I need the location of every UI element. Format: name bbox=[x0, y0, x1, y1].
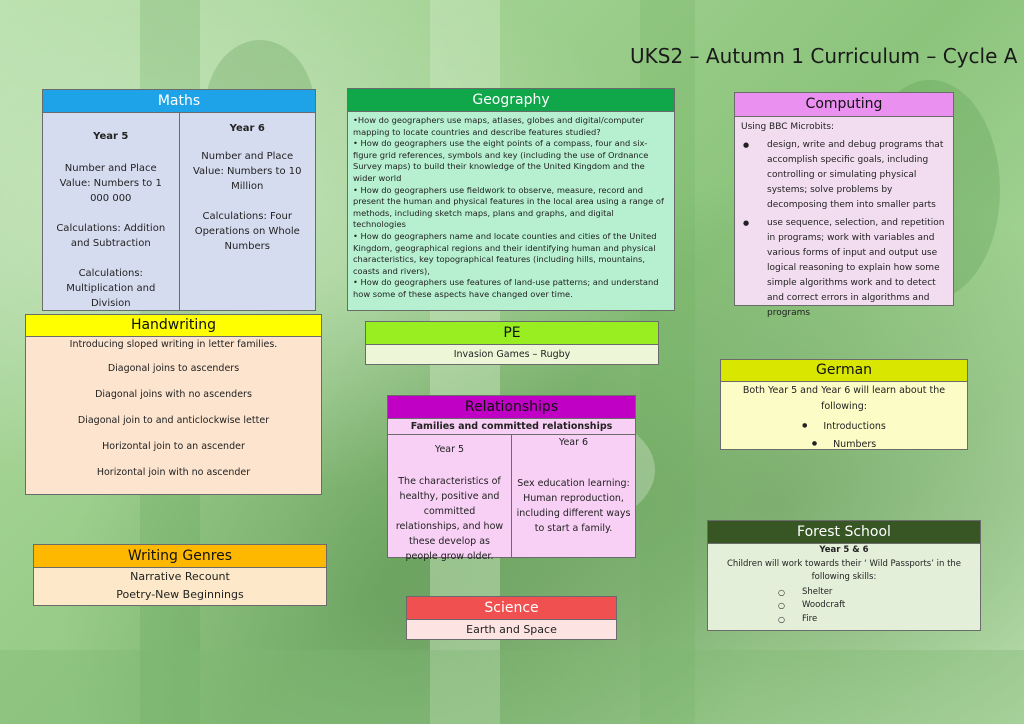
german-intro: Both Year 5 and Year 6 will learn about … bbox=[742, 385, 946, 412]
german-panel: German Both Year 5 and Year 6 will learn… bbox=[720, 359, 968, 450]
computing-heading: Computing bbox=[735, 93, 953, 117]
computing-item: design, write and debug programs that ac… bbox=[741, 138, 947, 213]
relationships-year6-label: Year 6 bbox=[558, 437, 589, 448]
maths-heading: Maths bbox=[43, 90, 315, 113]
forest-school-item: Fire bbox=[708, 613, 980, 627]
relationships-heading: Relationships bbox=[388, 396, 635, 419]
page-title: UKS2 – Autumn 1 Curriculum – Cycle A bbox=[630, 44, 1018, 68]
handwriting-item: Diagonal joins with no ascenders bbox=[95, 389, 252, 400]
maths-year5-column: Year 5 Number and Place Value: Numbers t… bbox=[43, 113, 179, 310]
handwriting-item: Diagonal join to and anticlockwise lette… bbox=[77, 415, 270, 426]
german-item: Introductions bbox=[721, 417, 967, 435]
german-item: Numbers bbox=[721, 435, 967, 453]
geography-item: • How do geographers use fieldwork to ob… bbox=[353, 184, 664, 230]
forest-school-years: Year 5 & 6 bbox=[819, 545, 869, 555]
forest-school-item: Shelter bbox=[708, 586, 980, 600]
pe-heading: PE bbox=[366, 322, 658, 345]
forest-school-intro: Children will work towards their ‘ Wild … bbox=[726, 558, 962, 583]
writing-genres-heading: Writing Genres bbox=[34, 545, 326, 568]
maths-year5-item: Calculations: Addition and Subtraction bbox=[56, 223, 166, 249]
maths-year6-column: Year 6 Number and Place Value: Numbers t… bbox=[178, 113, 316, 310]
forest-school-heading: Forest School bbox=[708, 521, 980, 544]
computing-list: design, write and debug programs that ac… bbox=[741, 138, 947, 321]
maths-year5-label: Year 5 bbox=[93, 131, 129, 142]
maths-year5-item: Calculations: Multiplication and Divisio… bbox=[66, 268, 156, 309]
maths-panel: Maths Year 5 Number and Place Value: Num… bbox=[42, 89, 316, 311]
relationships-subheading: Families and committed relationships bbox=[388, 419, 635, 435]
handwriting-panel: Handwriting Introducing sloped writing i… bbox=[25, 314, 322, 495]
writing-genres-panel: Writing Genres Narrative Recount Poetry-… bbox=[33, 544, 327, 606]
science-panel: Science Earth and Space bbox=[406, 596, 617, 640]
writing-genres-item: Narrative Recount bbox=[130, 570, 230, 583]
forest-school-item: Woodcraft bbox=[708, 599, 980, 613]
handwriting-item: Horizontal join to an ascender bbox=[102, 441, 245, 452]
geography-panel: Geography •How do geographers use maps, … bbox=[347, 88, 675, 311]
geography-item: • How do geographers use the eight point… bbox=[353, 138, 649, 183]
maths-year6-label: Year 6 bbox=[229, 123, 265, 134]
geography-heading: Geography bbox=[348, 89, 674, 112]
relationships-year5-text: The characteristics of healthy, positive… bbox=[395, 476, 504, 562]
science-text: Earth and Space bbox=[466, 623, 557, 636]
handwriting-item: Horizontal join with no ascender bbox=[96, 467, 251, 478]
pe-panel: PE Invasion Games – Rugby bbox=[365, 321, 659, 365]
relationships-year6-column: Year 6 Sex education learning: Human rep… bbox=[511, 435, 635, 557]
handwriting-intro: Introducing sloped writing in letter fam… bbox=[69, 339, 278, 350]
relationships-year5-column: Year 5 The characteristics of healthy, p… bbox=[388, 435, 511, 562]
forest-school-list: Shelter Woodcraft Fire bbox=[708, 586, 980, 627]
writing-genres-item: Poetry-New Beginnings bbox=[116, 588, 244, 601]
geography-item: •How do geographers use maps, atlases, g… bbox=[353, 115, 644, 137]
german-list: Introductions Numbers bbox=[721, 417, 967, 453]
geography-item: • How do geographers name and locate cou… bbox=[353, 230, 657, 276]
forest-school-panel: Forest School Year 5 & 6 Children will w… bbox=[707, 520, 981, 631]
maths-year6-item: Calculations: Four Operations on Whole N… bbox=[194, 211, 300, 252]
relationships-year5-label: Year 5 bbox=[434, 444, 465, 455]
handwriting-item: Diagonal joins to ascenders bbox=[107, 363, 240, 374]
geography-item: • How do geographers use features of lan… bbox=[353, 277, 659, 299]
relationships-year6-text: Sex education learning: Human reproducti… bbox=[516, 478, 631, 534]
handwriting-heading: Handwriting bbox=[26, 315, 321, 337]
german-heading: German bbox=[721, 360, 967, 382]
computing-panel: Computing Using BBC Microbits: design, w… bbox=[734, 92, 954, 318]
computing-intro: Using BBC Microbits: bbox=[741, 122, 835, 132]
science-heading: Science bbox=[407, 597, 616, 620]
maths-year5-item: Number and Place Value: Numbers to 1 000… bbox=[59, 163, 162, 204]
maths-year6-item: Number and Place Value: Numbers to 10 Mi… bbox=[192, 151, 302, 192]
pe-text: Invasion Games – Rugby bbox=[453, 349, 571, 360]
relationships-panel: Relationships Families and committed rel… bbox=[387, 395, 636, 562]
computing-item: use sequence, selection, and repetition … bbox=[741, 216, 947, 321]
